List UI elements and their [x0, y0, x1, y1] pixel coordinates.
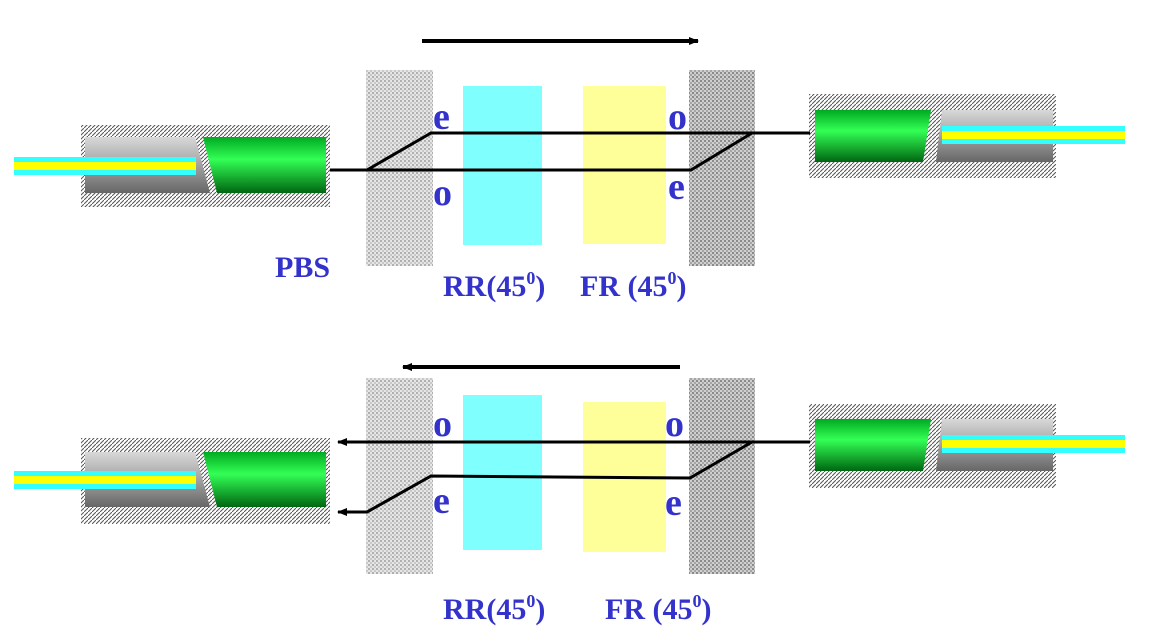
pbs-left-bottom	[366, 378, 433, 574]
beam-e-bottom	[337, 440, 753, 516]
pbs-right-top	[689, 70, 755, 266]
label-e-right-bottom: e	[665, 482, 682, 524]
right-collimator-bottom	[809, 404, 1125, 488]
label-o-left-top: o	[433, 172, 452, 214]
label-o-right-bottom: o	[665, 403, 684, 445]
label-e-left-bottom: e	[433, 480, 450, 522]
pbs-left-top	[366, 70, 433, 266]
label-e-right-top: e	[668, 166, 685, 208]
beam-e-top	[330, 131, 810, 172]
label-pbs: PBS	[275, 251, 330, 284]
label-fr-top: FR (450)	[580, 268, 686, 303]
label-o-right-top: o	[668, 96, 687, 138]
label-fr-bottom: FR (450)	[605, 591, 711, 626]
forward-direction-panel: e o o e PBS RR(450) FR (450)	[14, 37, 1125, 303]
beam-o-top	[367, 131, 753, 172]
reciprocal-rotator-top	[463, 86, 542, 245]
label-rr-bottom: RR(450)	[443, 591, 545, 626]
faraday-rotator-top	[583, 86, 666, 244]
right-collimator-top	[809, 94, 1125, 178]
backward-direction-panel: o e o e RR(450) FR (450)	[14, 363, 1125, 626]
label-o-left-bottom: o	[433, 403, 452, 445]
left-collimator-top	[14, 125, 330, 207]
label-e-left-top: e	[433, 96, 450, 138]
label-rr-top: RR(450)	[443, 268, 545, 303]
pbs-right-bottom	[689, 378, 755, 574]
reciprocal-rotator-bottom	[463, 395, 542, 550]
left-collimator-bottom	[14, 438, 330, 524]
